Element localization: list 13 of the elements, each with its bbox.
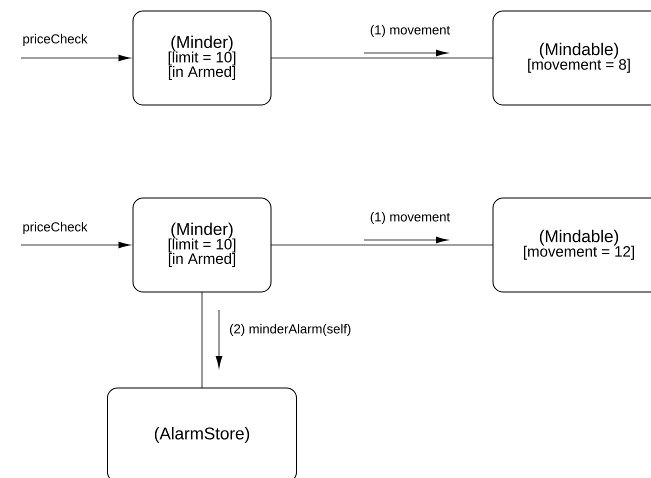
- message-label: (1) movement: [370, 24, 450, 38]
- object-box: (Minder) [limit = 10] [in Armed]: [132, 10, 272, 106]
- message-label: priceCheck: [23, 222, 88, 234]
- object-box: (Mindable) [movement = 12]: [492, 198, 651, 292]
- object-box: (AlarmStore): [107, 388, 297, 478]
- message-label: priceCheck: [23, 34, 88, 46]
- message-label: (1) movement: [370, 212, 450, 224]
- object-box: (Mindable) [movement = 8]: [492, 10, 651, 106]
- object-box: (Minder) [limit = 10] [in Armed]: [132, 198, 272, 292]
- connector: [20, 242, 130, 248]
- message-label: (2) minderAlarm(self): [230, 324, 350, 336]
- connector: [20, 54, 130, 62]
- connector: [271, 244, 493, 246]
